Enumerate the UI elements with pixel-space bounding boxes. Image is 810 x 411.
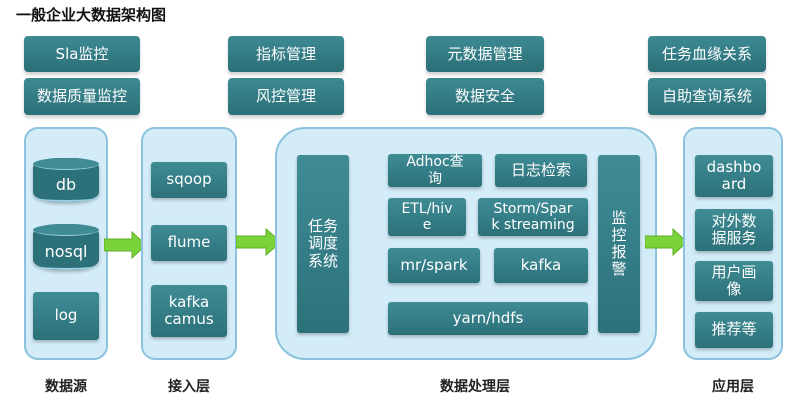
risk-management-box: 风控管理: [228, 78, 344, 115]
user-profile-box: 用户画 像: [695, 261, 773, 301]
layer-label-application: 应用层: [712, 379, 754, 395]
kafka-box: kafka: [494, 248, 588, 283]
nosql-cylinder: nosql: [33, 224, 99, 270]
diagram-title: 一般企业大数据架构图: [16, 6, 167, 24]
self-service-query-box: 自助查询系统: [648, 78, 766, 115]
log-box: log: [33, 292, 99, 340]
layer-label-ingest: 接入层: [168, 379, 210, 395]
mr-spark-box: mr/spark: [388, 248, 480, 283]
sla-monitor-box: Sla监控: [24, 36, 140, 72]
data-quality-monitor-box: 数据质量监控: [24, 78, 140, 115]
layer-label-processing: 数据处理层: [440, 379, 510, 395]
arrow-source-to-ingest: [104, 230, 147, 260]
dashboard-box: dashbo ard: [695, 155, 773, 197]
arrow-ingest-to-processing: [236, 227, 282, 257]
task-lineage-box: 任务血缘关系: [648, 36, 766, 72]
sqoop-box: sqoop: [151, 162, 227, 198]
data-security-box: 数据安全: [426, 78, 544, 115]
monitor-alert-box: 监 控 报 警: [598, 155, 640, 333]
yarn-hdfs-box: yarn/hdfs: [388, 302, 588, 335]
flume-box: flume: [151, 225, 227, 261]
log-search-box: 日志检索: [495, 154, 587, 187]
etl-hive-box: ETL/hiv e: [388, 198, 466, 236]
scheduler-box: 任务 调度 系统: [297, 155, 349, 333]
metadata-management-box: 元数据管理: [426, 36, 544, 72]
db-cylinder: db: [33, 158, 99, 202]
external-data-service-box: 对外数 据服务: [695, 209, 773, 251]
recommendation-box: 推荐等: [695, 312, 773, 348]
layer-label-source: 数据源: [45, 379, 87, 395]
storm-spark-streaming-box: Storm/Spar k streaming: [478, 198, 588, 236]
adhoc-query-box: Adhoc查 询: [388, 154, 482, 187]
kafka-camus-box: kafka camus: [151, 285, 227, 337]
metric-management-box: 指标管理: [228, 36, 344, 72]
arrow-processing-to-app: [645, 227, 688, 257]
